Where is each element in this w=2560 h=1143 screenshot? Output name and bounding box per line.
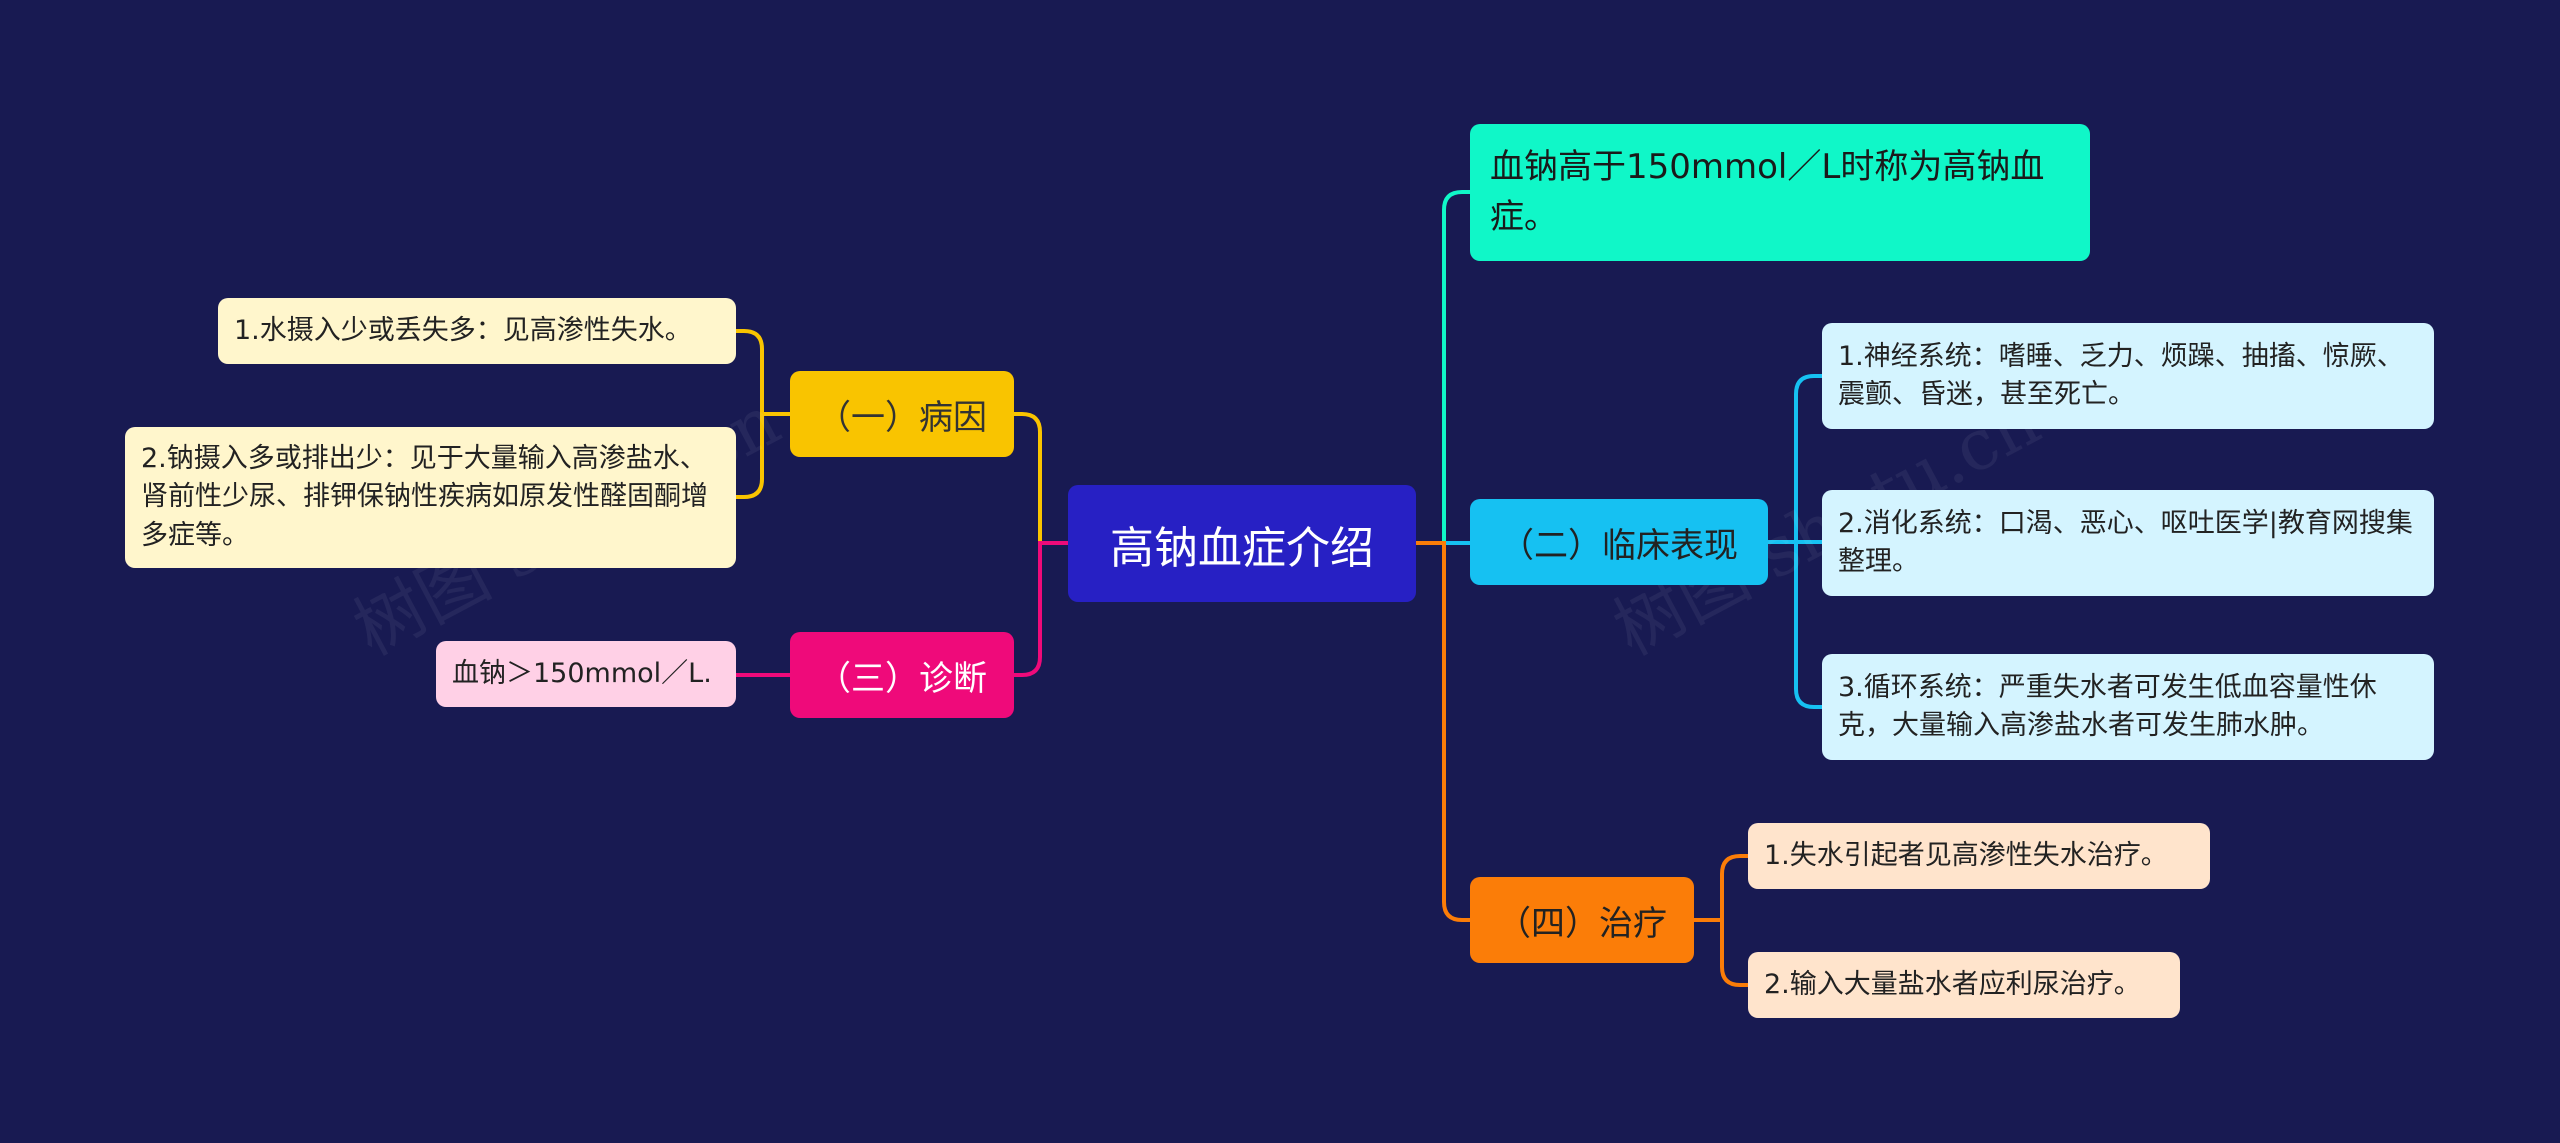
leaf-cause-1-text: 1.水摄入少或丢失多：见高渗性失水。 [234,314,692,346]
leaf-diagnosis-1[interactable]: 血钠＞150mmol／L. [436,641,736,707]
branch-treatment[interactable]: （四）治疗 [1470,877,1694,963]
branch-diagnosis[interactable]: （三）诊断 [790,632,1014,718]
leaf-clinical-2-text: 2.消化系统：口渴、恶心、呕吐医学|教育网搜集整理。 [1838,507,2413,577]
link-center-definition [1416,190,1470,545]
link-cause-leaf1 [736,329,790,416]
link-treatment-leaf1 [1694,854,1748,922]
branch-diagnosis-label: （三）诊断 [817,658,987,699]
link-clinical-leaf3 [1768,540,1822,709]
leaf-clinical-3-text: 3.循环系统：严重失水者可发生低血容量性休克，大量输入高渗盐水者可发生肺水肿。 [1838,671,2377,741]
link-treatment-leaf2 [1694,918,1748,987]
leaf-cause-2-text: 2.钠摄入多或排出少：见于大量输入高渗盐水、肾前性少尿、排钾保钠性疾病如原发性醛… [141,443,708,551]
leaf-cause-1[interactable]: 1.水摄入少或丢失多：见高渗性失水。 [218,298,736,364]
leaf-clinical-1[interactable]: 1.神经系统：嗜睡、乏力、烦躁、抽搐、惊厥、震颤、昏迷，甚至死亡。 [1822,323,2434,429]
leaf-treatment-1-text: 1.失水引起者见高渗性失水治疗。 [1764,839,2168,871]
branch-definition-label: 血钠高于150mmol／L时称为高钠血症。 [1490,147,2045,237]
branch-clinical[interactable]: （二）临床表现 [1470,499,1768,585]
link-clinical-leaf1 [1768,374,1822,544]
link-center-treatment [1416,541,1470,922]
leaf-diagnosis-1-text: 血钠＞150mmol／L. [452,657,712,689]
branch-cause-label: （一）病因 [817,397,987,438]
link-center-cause [1014,412,1068,545]
leaf-treatment-2[interactable]: 2.输入大量盐水者应利尿治疗。 [1748,952,2180,1018]
branch-definition[interactable]: 血钠高于150mmol／L时称为高钠血症。 [1470,124,2090,261]
branch-clinical-label: （二）临床表现 [1500,525,1738,566]
link-center-diagnosis [1014,541,1068,677]
branch-treatment-label: （四）治疗 [1497,903,1667,944]
leaf-cause-2[interactable]: 2.钠摄入多或排出少：见于大量输入高渗盐水、肾前性少尿、排钾保钠性疾病如原发性醛… [125,427,736,568]
link-cause-leaf2 [736,412,790,499]
center-topic[interactable]: 高钠血症介绍 [1068,485,1416,602]
leaf-treatment-2-text: 2.输入大量盐水者应利尿治疗。 [1764,968,2141,1000]
leaf-clinical-3[interactable]: 3.循环系统：严重失水者可发生低血容量性休克，大量输入高渗盐水者可发生肺水肿。 [1822,654,2434,760]
leaf-clinical-2[interactable]: 2.消化系统：口渴、恶心、呕吐医学|教育网搜集整理。 [1822,490,2434,596]
center-topic-label: 高钠血症介绍 [1110,522,1374,574]
branch-cause[interactable]: （一）病因 [790,371,1014,457]
leaf-treatment-1[interactable]: 1.失水引起者见高渗性失水治疗。 [1748,823,2210,889]
leaf-clinical-1-text: 1.神经系统：嗜睡、乏力、烦躁、抽搐、惊厥、震颤、昏迷，甚至死亡。 [1838,340,2404,410]
